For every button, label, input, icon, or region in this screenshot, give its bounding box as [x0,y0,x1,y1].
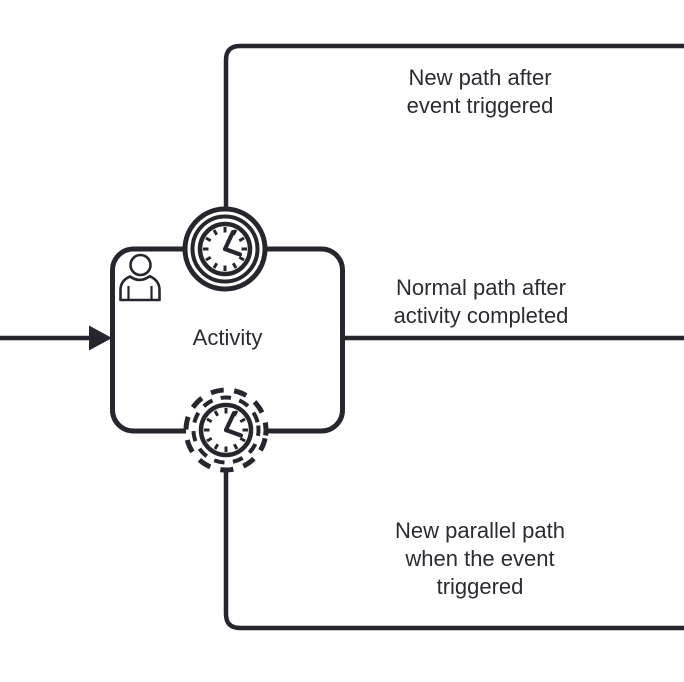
user-icon [119,253,161,302]
label-line: activity completed [393,303,569,328]
normal-path-label: Normal path after activity completed [341,274,621,330]
label-line: New path after [408,65,552,90]
timer-boundary-event-interrupting [182,206,268,292]
top-path-label: New path after event triggered [340,64,620,120]
timer-boundary-event-non-interrupting [183,387,269,473]
timer-clock-icon [198,402,254,458]
label-line: New parallel path [395,518,565,543]
label-line: when the event [405,546,555,571]
arrowhead-icon [89,325,112,351]
label-line: event triggered [406,93,554,118]
bottom-path-label: New parallel path when the event trigger… [340,517,620,601]
label-line: Normal path after [396,275,566,300]
label-line: triggered [436,574,524,599]
parallel-path-bottom-connector [223,466,684,631]
timer-clock-icon [197,221,253,277]
incoming-sequence-flow [0,325,112,351]
activity-label: Activity [192,325,263,350]
event-path-top-connector [223,43,684,212]
